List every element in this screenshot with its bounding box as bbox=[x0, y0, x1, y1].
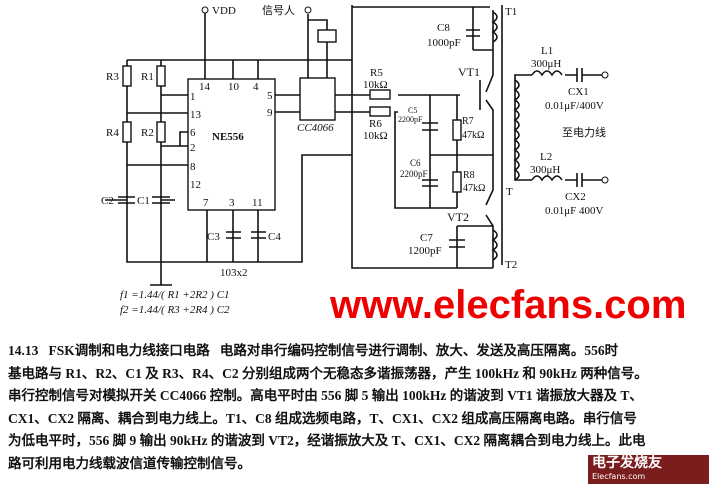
c5-value: 2200pF bbox=[398, 115, 423, 124]
figure-number: 14.13 bbox=[8, 343, 39, 358]
pin-14: 14 bbox=[199, 81, 211, 93]
cx1-label: CX1 bbox=[568, 86, 589, 98]
caption: 14.13 FSK调制和电力线接口电路 电路对串行编码控制信号进行调制、放大、发… bbox=[8, 340, 708, 475]
c2-label: C2 bbox=[101, 195, 114, 207]
resistors bbox=[122, 65, 462, 193]
formula-f1: f1 =1.44/( R1 +2R2 ) C1 bbox=[120, 289, 230, 301]
pin-13: 13 bbox=[190, 109, 202, 121]
c8-label: C8 bbox=[437, 22, 450, 34]
c4-label: C4 bbox=[268, 231, 281, 243]
caption-line-3: 串行控制信号对模拟开关 CC4066 控制。高电平时由 556 脚 5 输出 1… bbox=[8, 388, 643, 403]
pin-3: 3 bbox=[229, 197, 235, 209]
pin-6: 6 bbox=[190, 127, 196, 139]
wires bbox=[105, 5, 609, 286]
cx2-label: CX2 bbox=[565, 191, 586, 203]
pin-4: 4 bbox=[253, 81, 259, 93]
vdd-label: VDD bbox=[212, 5, 236, 17]
c6-value: 2200pF bbox=[400, 169, 428, 179]
l1-label: L1 bbox=[541, 45, 553, 57]
r1-label: R1 bbox=[141, 71, 154, 83]
c6-label: C6 bbox=[410, 158, 421, 168]
pin-10: 10 bbox=[228, 81, 240, 93]
cc4066-switch bbox=[299, 77, 336, 121]
caption-line-1: 14.13 FSK调制和电力线接口电路 电路对串行编码控制信号进行调制、放大、发… bbox=[8, 340, 708, 363]
r8-value: 47kΩ bbox=[463, 183, 485, 194]
pin-7: 7 bbox=[203, 197, 209, 209]
relay bbox=[317, 29, 337, 43]
t-label: T bbox=[506, 186, 513, 198]
r4-label: R4 bbox=[106, 127, 119, 139]
pin-8: 8 bbox=[190, 161, 196, 173]
c7-label: C7 bbox=[420, 232, 433, 244]
l2-value: 300μH bbox=[530, 164, 560, 176]
switch-label: CC4066 bbox=[297, 122, 334, 134]
formula-f2: f2 =1.44/( R3 +2R4 ) C2 bbox=[120, 304, 230, 316]
l1-value: 300μH bbox=[531, 58, 561, 70]
r2-label: R2 bbox=[141, 127, 154, 139]
pin-12: 12 bbox=[190, 179, 201, 191]
caption-line-6: 路可利用电力线载波信道传输控制信号。 bbox=[8, 455, 251, 471]
cx2-value: 0.01μF 400V bbox=[545, 205, 604, 217]
circuit-diagram: VDD 信号人 NE556 CC4066 14 10 4 5 9 1 13 6 … bbox=[101, 4, 609, 316]
c5-label: C5 bbox=[408, 106, 417, 115]
signal-in-label: 信号人 bbox=[262, 4, 295, 17]
ne556-chip bbox=[187, 78, 276, 211]
r6-value: 10kΩ bbox=[363, 130, 388, 142]
l2-label: L2 bbox=[540, 151, 552, 163]
pin-2: 2 bbox=[190, 142, 196, 154]
c7-value: 1200pF bbox=[408, 245, 442, 257]
pin-5: 5 bbox=[267, 90, 273, 102]
pin-11: 11 bbox=[252, 197, 263, 209]
r7-value: 47kΩ bbox=[462, 130, 484, 141]
watermark: www.elecfans.com bbox=[330, 283, 687, 327]
to-power-line-label: 至电力线 bbox=[562, 125, 606, 139]
logo-text: 电子发烧友 bbox=[592, 455, 662, 471]
vt2-label: VT2 bbox=[447, 210, 469, 224]
r5-label: R5 bbox=[370, 67, 383, 79]
r5-value: 10kΩ bbox=[363, 79, 388, 91]
caption-line-2: 基电路与 R1、R2、C1 及 R3、R4、C2 分别组成两个无稳态多谐振荡器，… bbox=[8, 365, 648, 381]
r3-label: R3 bbox=[106, 71, 119, 83]
c8-value: 1000pF bbox=[427, 37, 461, 49]
pin-1: 1 bbox=[190, 91, 196, 103]
cx1-value: 0.01μF/400V bbox=[545, 100, 604, 112]
r8-label: R8 bbox=[463, 170, 475, 181]
caption-text: 电路对串行编码控制信号进行调制、放大、发送及高压隔离。556时 bbox=[219, 343, 619, 358]
c1-label: C1 bbox=[137, 195, 150, 207]
chip-label: NE556 bbox=[212, 131, 244, 143]
c3-c4-value: 103x2 bbox=[220, 267, 248, 279]
r6-label: R6 bbox=[369, 118, 382, 130]
r7-label: R7 bbox=[462, 116, 474, 127]
vt1-label: VT1 bbox=[458, 65, 480, 79]
c3-label: C3 bbox=[207, 231, 220, 243]
logo-subtext: Elecfans.com bbox=[592, 472, 646, 481]
t1-label: T1 bbox=[505, 6, 517, 18]
caption-line-5: 为低电平时，556 脚 9 输出 90kHz 的谐波到 VT2，经谐振放大及 T… bbox=[8, 433, 646, 448]
t2-label: T2 bbox=[505, 259, 517, 271]
figure-title: FSK调制和电力线接口电路 bbox=[48, 343, 210, 358]
pin-9: 9 bbox=[267, 107, 273, 119]
caption-line-4: CX1、CX2 隔离、耦合到电力线上。T1、C8 组成选频电路，T、CX1、CX… bbox=[8, 410, 637, 426]
